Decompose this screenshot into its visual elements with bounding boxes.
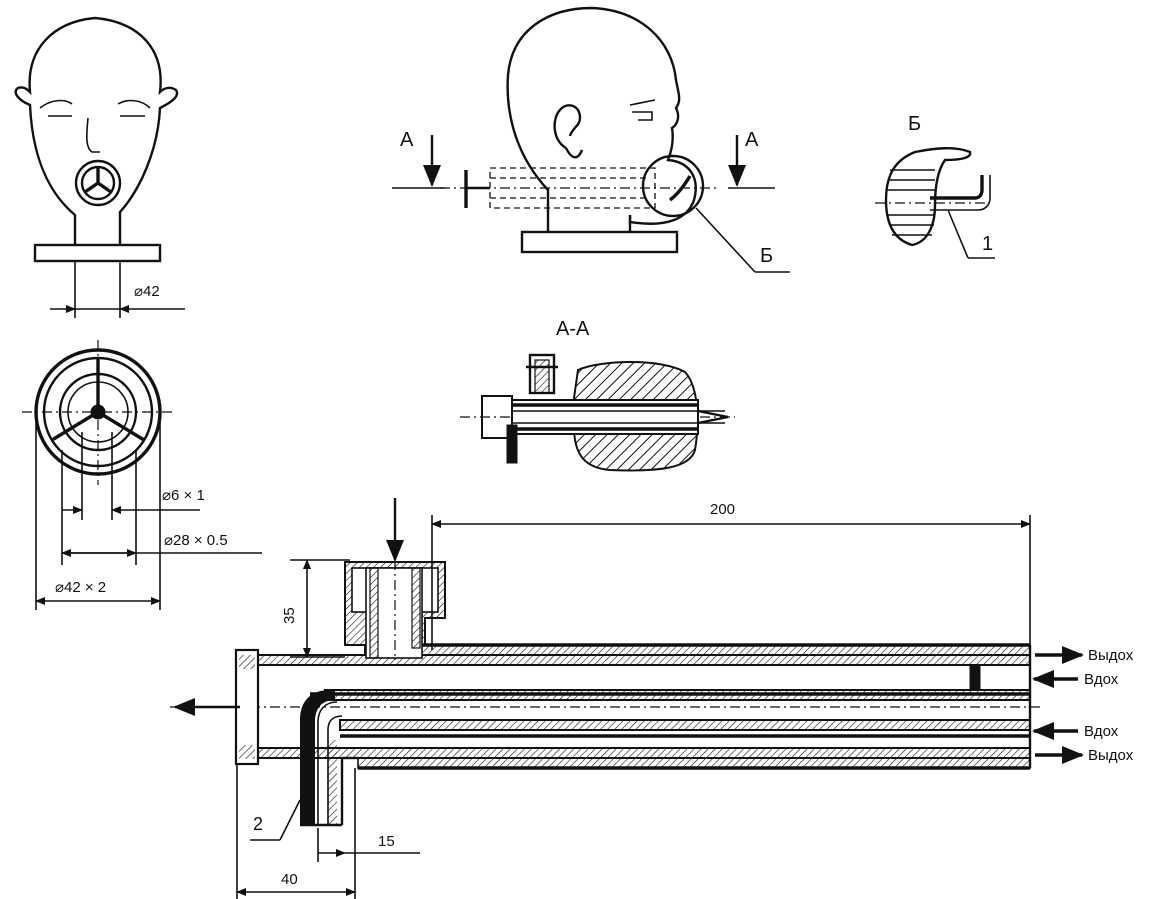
mouthpiece-section: ⌀6 × 1 ⌀28 × 0.5 ⌀42 × 2 — [22, 340, 262, 610]
detail-b-view: Б 1 — [875, 113, 995, 259]
flow-exhale-bottom: Выдох — [1088, 747, 1134, 764]
dim-len15: 15 — [378, 833, 395, 850]
dim-d6: ⌀6 × 1 — [162, 487, 205, 504]
detail-ref-b: Б — [760, 245, 773, 267]
dim-d42x2: ⌀42 × 2 — [55, 579, 106, 596]
dim-d28: ⌀28 × 0.5 — [164, 532, 228, 549]
dim-d42: ⌀42 — [134, 283, 160, 300]
dim-h35: 35 — [281, 607, 298, 624]
section-mark-a-left: А — [400, 129, 414, 151]
section-aa-view: А-А — [460, 318, 735, 472]
main-section-view: 2 35 200 40 15 — [170, 498, 1134, 899]
item-2-label: 2 — [253, 814, 263, 834]
section-aa-title: А-А — [556, 318, 590, 340]
section-mark-a-right: А — [745, 129, 759, 151]
dim-len200: 200 — [710, 501, 735, 518]
head-front-view: ⌀42 — [14, 16, 185, 318]
flow-exhale-top: Выдох — [1088, 647, 1134, 664]
detail-b-title: Б — [908, 113, 921, 135]
flow-inhale-bottom: Вдох — [1084, 723, 1119, 740]
head-side-view: Б А А — [392, 6, 790, 273]
dim-len40: 40 — [281, 871, 298, 888]
item-1-label: 1 — [982, 233, 993, 255]
flow-inhale-top: Вдох — [1084, 671, 1119, 688]
